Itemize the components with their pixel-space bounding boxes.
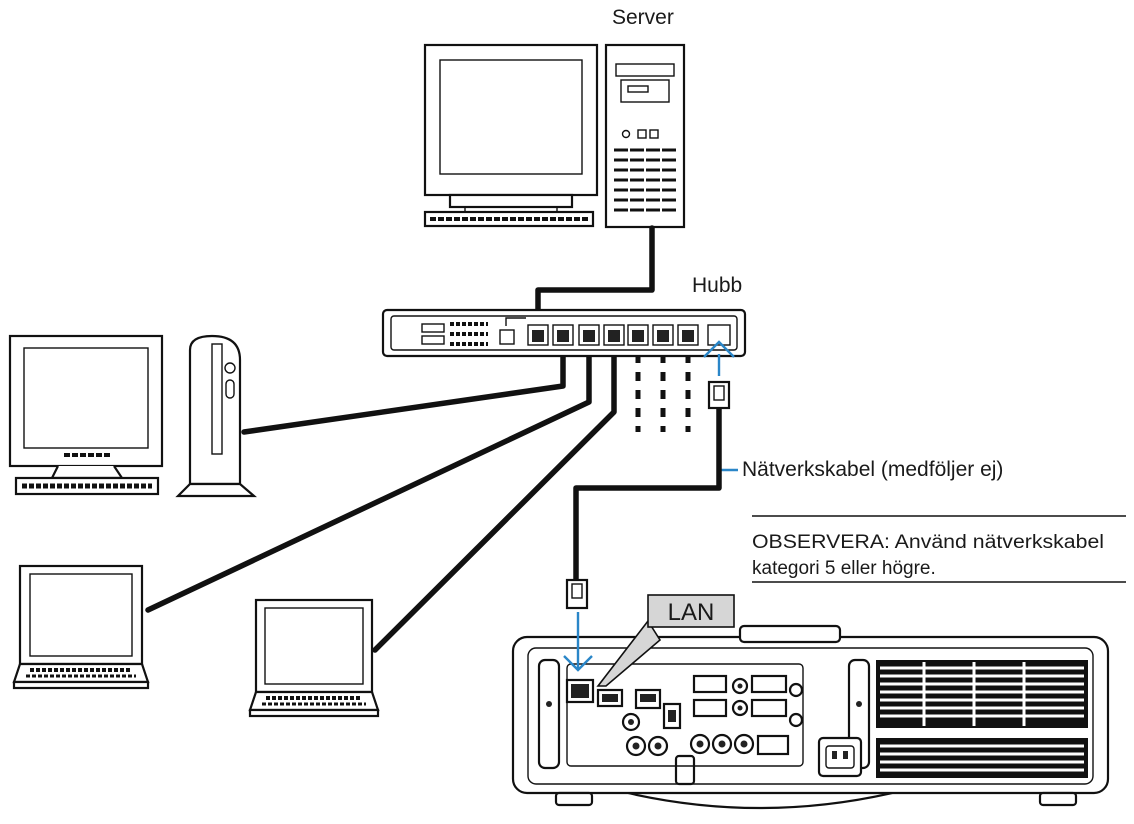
laptop-left-icon: [12, 564, 150, 690]
desktop-hub-cable: [241, 347, 566, 435]
cable-plug-top-icon: [707, 380, 731, 410]
lan-network-cable: [573, 403, 722, 585]
projector-vent-grille: [876, 660, 1088, 778]
hub-label: Hubb: [692, 274, 742, 297]
server-monitor-icon: [423, 43, 599, 214]
lan-plug-arrow-icon: [563, 612, 593, 672]
cable-label: Nätverkskabel (medföljer ej): [742, 458, 1003, 481]
projector-lan-port: [565, 678, 595, 704]
laptop-right-hub-cable: [372, 347, 617, 653]
server-tower-icon: [604, 43, 686, 229]
server-keyboard-icon: [423, 210, 595, 228]
server-label: Server: [612, 6, 674, 29]
note-line-2: kategori 5 eller högre.: [752, 558, 936, 579]
desktop-keyboard-icon: [14, 476, 160, 496]
desktop-tower-icon: [175, 334, 257, 498]
projector-power-inlet: [817, 736, 863, 778]
lan-label: LAN: [668, 599, 715, 626]
desktop-monitor-icon: [8, 334, 164, 480]
lan-callout: LAN: [596, 594, 735, 687]
hub-ports: [527, 324, 731, 346]
cable-plug-bottom-icon: [565, 578, 589, 610]
note-line-1: OBSERVERA: Använd nätverkskabel: [752, 532, 1104, 553]
hub-free-port: [707, 324, 731, 346]
laptop-right-icon: [248, 598, 380, 718]
projector-port-panel: [566, 663, 804, 767]
laptop-left-hub-cable: [145, 347, 592, 613]
note-box: OBSERVERA: Använd nätverkskabel kategori…: [752, 515, 1126, 583]
hub-plug-arrow-icon: [703, 340, 735, 376]
